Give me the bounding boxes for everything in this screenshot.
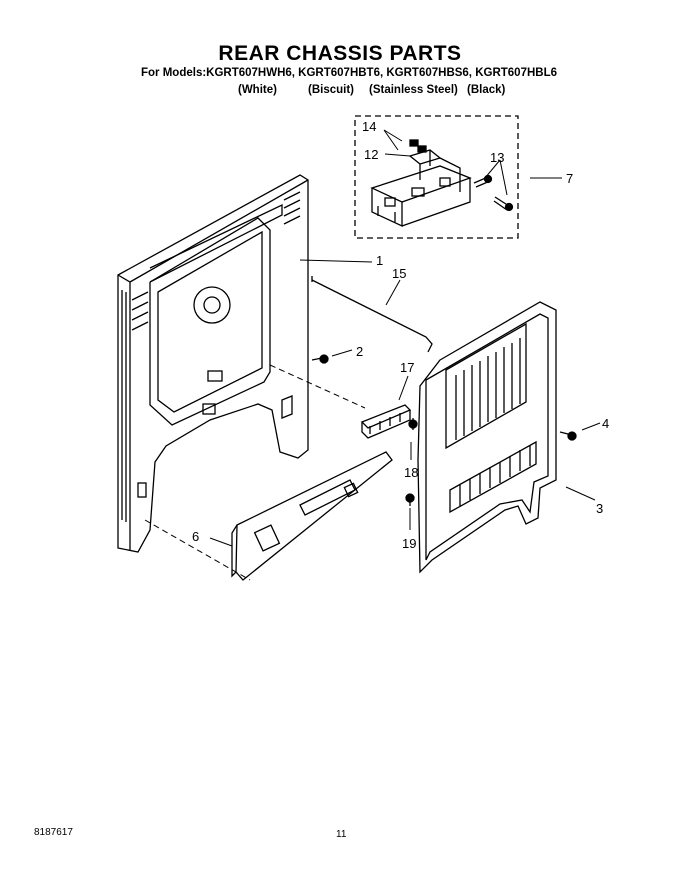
- callout-13: 13: [490, 150, 504, 165]
- screw-2: [311, 354, 329, 364]
- rod-part: [311, 276, 433, 353]
- screw-19: [405, 493, 415, 506]
- callout-7: 7: [566, 171, 573, 186]
- page-number: 11: [336, 829, 347, 840]
- screw-13b: [493, 196, 514, 212]
- screw-13a: [473, 174, 493, 188]
- terminal-block-part: [360, 404, 412, 439]
- callout-6: 6: [192, 529, 199, 544]
- color-stainless-steel: (Stainless Steel): [369, 84, 458, 96]
- callout-2: 2: [356, 344, 363, 359]
- bracket-assembly-part: [370, 149, 472, 228]
- subassembly-box: [354, 115, 519, 239]
- callout-18: 18: [404, 465, 418, 480]
- callout-17: 17: [400, 360, 414, 375]
- model-list: For Models:KGRT607HWH6, KGRT607HBT6, KGR…: [141, 67, 557, 79]
- callout-4: 4: [602, 416, 609, 431]
- screw-18: [408, 418, 418, 430]
- callout-14: 14: [362, 119, 376, 134]
- color-white: (White): [238, 84, 277, 96]
- callout-1: 1: [376, 253, 383, 268]
- rear-chassis-panel: [117, 174, 309, 553]
- clip-14: [409, 139, 427, 153]
- leader-lines: [144, 129, 601, 581]
- callout-3: 3: [596, 501, 603, 516]
- color-biscuit: (Biscuit): [308, 84, 354, 96]
- color-black: (Black): [467, 84, 506, 96]
- callout-19: 19: [402, 536, 416, 551]
- callout-15: 15: [392, 266, 406, 281]
- document-number: 8187617: [34, 827, 73, 838]
- rear-access-panel: [417, 301, 557, 574]
- lower-bracket-part: [231, 451, 393, 581]
- callout-12: 12: [364, 147, 378, 162]
- screw-4: [559, 431, 577, 441]
- page-title: REAR CHASSIS PARTS: [218, 42, 462, 65]
